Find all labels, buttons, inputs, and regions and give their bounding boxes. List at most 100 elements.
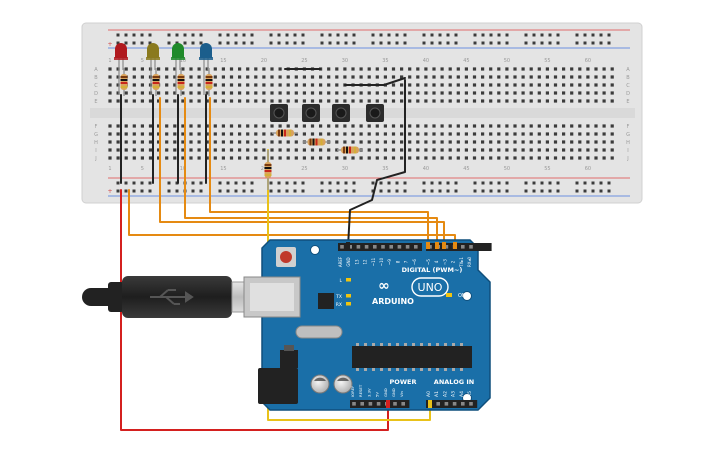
breadboard-hole: [432, 156, 436, 160]
breadboard-hole: [408, 83, 412, 87]
breadboard-hole: [505, 148, 509, 152]
breadboard-hole: [262, 99, 266, 103]
chip-pin: [380, 368, 383, 371]
breadboard-hole: [335, 83, 339, 87]
breadboard-hole: [189, 124, 193, 128]
rail-hole-top-1: [540, 33, 544, 37]
breadboard-hole: [367, 99, 371, 103]
breadboard-hole: [375, 67, 379, 71]
breadboard-hole: [383, 67, 387, 71]
breadboard-hole: [594, 156, 598, 160]
analog-header-label: ANALOG IN: [434, 378, 474, 386]
breadboard-hole: [270, 140, 274, 144]
breadboard-hole: [286, 140, 290, 144]
orange-wire-pin5: [209, 97, 429, 248]
breadboard-hole: [586, 156, 590, 160]
breadboard-hole: [505, 156, 509, 160]
row-label: J: [94, 156, 96, 162]
breadboard-hole: [375, 140, 379, 144]
column-label: 25: [301, 58, 307, 64]
rail-hole-top-2: [403, 41, 407, 45]
breadboard-hole: [594, 124, 598, 128]
column-label: 40: [423, 166, 429, 172]
rail-hole-top-1: [395, 33, 399, 37]
resistor-band: [281, 129, 283, 137]
breadboard-hole: [197, 75, 201, 79]
breadboard-hole: [464, 156, 468, 160]
breadboard-hole: [351, 91, 355, 95]
chip-pin: [396, 368, 399, 371]
breadboard-hole: [391, 148, 396, 152]
led-yellow: [147, 43, 159, 58]
breadboard-hole: [472, 140, 477, 144]
breadboard-hole: [165, 140, 169, 144]
breadboard-hole: [286, 75, 290, 79]
chip-pin: [444, 343, 447, 346]
breadboard-hole: [400, 124, 404, 128]
rail-hole-bottom-1: [473, 181, 477, 185]
breadboard-hole: [238, 91, 242, 95]
breadboard-hole: [472, 67, 477, 71]
rail-hole-bottom-2: [175, 189, 179, 193]
breadboard-hole: [481, 132, 485, 136]
breadboard-hole: [343, 75, 347, 79]
breadboard-hole: [238, 124, 242, 128]
pushbutton-cap: [305, 107, 317, 119]
pushbutton-cap: [369, 107, 381, 119]
breadboard-hole: [553, 75, 558, 79]
column-label: 5: [141, 58, 144, 64]
rail-hole-bottom-2: [505, 189, 509, 193]
breadboard-hole: [310, 99, 315, 103]
breadboard-hole: [319, 99, 323, 103]
black-wire-gnd: [347, 79, 406, 248]
breadboard-hole: [262, 148, 266, 152]
breadboard-hole: [521, 156, 525, 160]
row-label: I: [627, 148, 628, 154]
breadboard-hole: [408, 124, 412, 128]
breadboard-hole: [173, 140, 177, 144]
breadboard-hole: [132, 132, 136, 136]
breadboard-hole: [213, 67, 217, 71]
rail-hole-top-2: [320, 41, 324, 45]
rail-hole-bottom-2: [454, 189, 458, 193]
chip-pin: [460, 343, 463, 346]
rx-label: RX: [336, 302, 342, 308]
breadboard-hole: [513, 67, 517, 71]
breadboard-hole: [610, 75, 614, 79]
breadboard-hole: [221, 132, 225, 136]
breadboard-hole: [505, 75, 509, 79]
rail-hole-top-2: [548, 41, 552, 45]
breadboard-hole: [424, 156, 428, 160]
rail-hole-bottom-1: [148, 181, 152, 185]
breadboard-hole: [424, 99, 428, 103]
breadboard-hole: [229, 99, 234, 103]
rail-hole-bottom-1: [505, 181, 509, 185]
breadboard-hole: [270, 91, 274, 95]
rail-hole-top-2: [132, 41, 136, 45]
breadboard-hole: [327, 132, 331, 136]
rail-hole-top-1: [199, 33, 203, 37]
digital-pin: [444, 245, 449, 249]
breadboard-hole: [505, 140, 509, 144]
breadboard-hole: [140, 67, 144, 71]
rail-hole-bottom-1: [583, 181, 587, 185]
rail-hole-bottom-2: [387, 189, 391, 193]
breadboard-hole: [148, 124, 153, 128]
rail-hole-top-1: [446, 33, 450, 37]
breadboard-hole: [165, 148, 169, 152]
breadboard-hole: [440, 124, 444, 128]
breadboard-hole: [578, 99, 582, 103]
breadboard-hole: [375, 75, 379, 79]
breadboard-hole: [124, 99, 128, 103]
breadboard-hole: [319, 148, 323, 152]
rail-hole-bottom-2: [226, 189, 230, 193]
breadboard-hole: [440, 132, 444, 136]
breadboard-hole: [165, 99, 169, 103]
breadboard-hole: [246, 132, 250, 136]
breadboard-hole: [448, 91, 452, 95]
breadboard-hole: [124, 156, 128, 160]
chip-pin: [412, 368, 415, 371]
breadboard-hole: [229, 67, 234, 71]
breadboard-hole: [537, 124, 541, 128]
resistor-band: [312, 138, 315, 146]
